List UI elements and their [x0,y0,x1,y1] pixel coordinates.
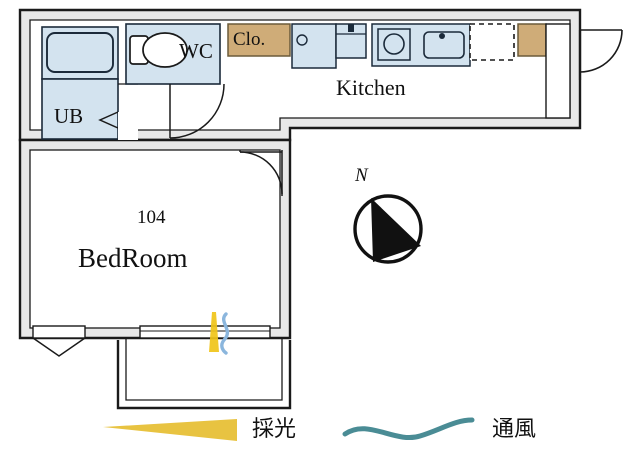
sink-icon [423,31,465,59]
room-label-ub: UB [54,104,84,128]
entrance-door-swing-arc [579,29,623,73]
closet-area [227,23,291,57]
legend-symbols [103,417,475,441]
unit-bath [41,26,138,140]
cabinet-handle-icon [348,24,354,32]
daylight-marker-icon [209,312,219,352]
legend-label-ventilation: 通風 [492,417,537,442]
compass-north-label: N [355,165,368,186]
bedroom-interior [29,149,281,329]
unit-number-label: 104 [137,207,166,228]
ventilation-marker-icon [220,312,230,355]
legend-daylight-wedge-icon [103,419,237,441]
room-label-bedroom: BedRoom [78,243,188,273]
sliding-window [139,325,271,339]
bedroom-door-swing-arc [239,151,283,195]
ub-door-arrow [98,111,119,129]
toilet-room [125,23,225,139]
closet [227,23,291,57]
small-window [32,325,86,339]
washer-drain-icon [296,34,308,46]
refrigerator-space-icon [469,23,515,61]
shoe-cabinet-icon [517,23,547,57]
washer-space-icon [291,23,337,69]
bedroom-door [239,150,283,196]
bathtub-icon [46,32,114,73]
toilet-bowl-icon [142,32,188,68]
entrance-hall [545,23,571,119]
legend-label-daylight: 採光 [252,417,297,442]
faucet-icon [439,33,445,39]
balcony-outline [116,340,292,410]
room-label-kitchen: Kitchen [336,75,406,100]
balcony-inner-outline [125,338,283,401]
ub-room-area [41,78,119,140]
compass-rose [353,194,423,264]
small-window-awning-icon [32,337,86,357]
room-label-closet: Clo. [233,29,266,50]
entrance-door [578,29,623,80]
room-label-wc: WC [179,39,213,63]
wc-door-swing-arc [169,83,225,139]
window-daylight-vent-marker [209,312,230,355]
stove-burner-icon [383,33,405,55]
legend-ventilation-wave-icon [342,417,475,440]
ub-door-gap [118,112,138,140]
kitchen-fixtures [291,23,571,119]
bedroom-openings [32,325,292,410]
compass-needle-icon [371,198,421,262]
